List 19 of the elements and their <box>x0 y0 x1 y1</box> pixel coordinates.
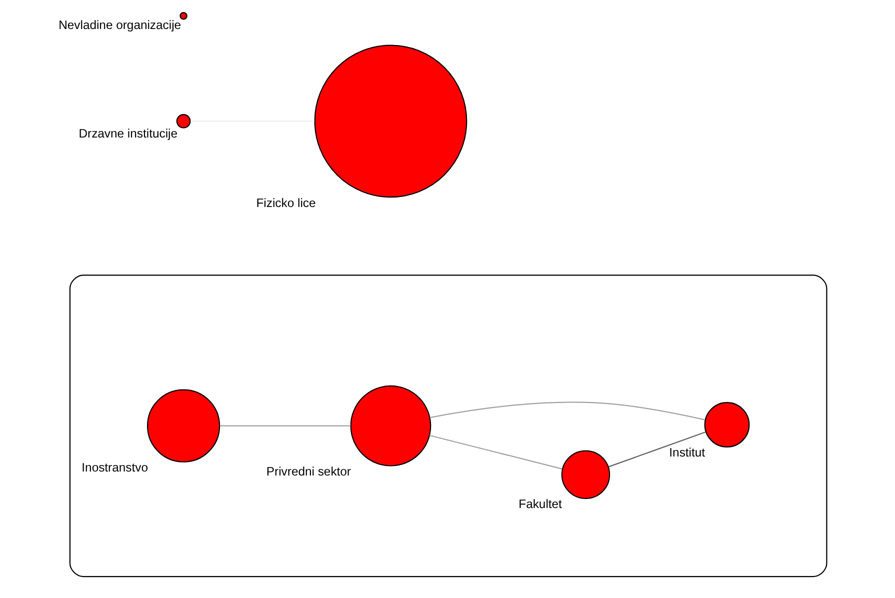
node-label: Fizicko lice <box>256 196 316 210</box>
node-circle <box>350 385 432 466</box>
node-label: Nevladine organizacije <box>58 18 182 32</box>
node-circle <box>146 389 220 462</box>
node-circle <box>180 12 188 20</box>
node-circle <box>176 114 191 128</box>
node-circle <box>561 450 610 499</box>
node-circle <box>704 402 750 448</box>
cluster <box>69 274 828 578</box>
node-label: Inostranstvo <box>82 460 148 475</box>
connector <box>608 431 706 468</box>
node-circle <box>314 44 468 198</box>
node-label: Privredni sektor <box>266 464 352 478</box>
node-label: Drzavne institucije <box>78 126 178 141</box>
connector <box>430 402 706 420</box>
connector <box>220 425 351 426</box>
connector <box>429 434 562 470</box>
node-label: Fakultet <box>518 497 562 512</box>
node-label: Institut <box>669 446 706 460</box>
